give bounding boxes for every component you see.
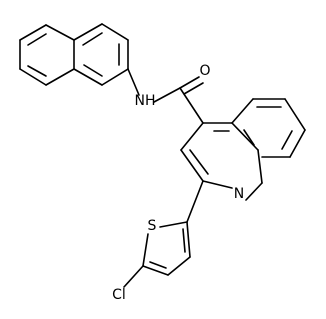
naphthalene-bond [45,68,75,86]
oxygen-label: O [199,63,210,79]
thiophene-bond [159,221,188,228]
heteroaryl-bond [186,180,204,223]
c-cl-bond [123,265,144,288]
thiophene-bond [186,221,191,258]
quinoline-inner-bond [281,130,293,150]
naphthalene-bond [101,68,129,86]
quinoline-bond [231,122,259,151]
naphthalene-bond [19,24,47,41]
naphthalene-bond [73,68,103,86]
naphthalene-bond [45,24,75,41]
naphthalene-inner-bond [83,64,103,77]
quinoline-nitrogen-label: N [234,186,244,202]
naphthalene-bond [73,23,103,41]
naphthalene-inner-bond [82,32,103,46]
thiophene-bond [167,256,191,276]
aryl-amide-bond [127,68,140,96]
quinoline-bond [284,98,306,131]
thiophene-inner-bond [182,228,186,253]
naphthalene-bond [101,23,129,41]
quinoline-inner-bond [189,149,209,175]
naphthalene-bond [19,68,47,86]
thiophene-bond [142,265,169,276]
quinoline-inner-bond [243,129,255,146]
amide-nh-label: NH [135,93,156,109]
quinoline-bond [180,122,204,151]
quinoline-bond [231,98,254,124]
quinoline-bond [245,182,263,201]
thiophene-bond [142,233,149,267]
amide-quinoline-bond [179,87,204,124]
naphthalene-inner-bond [27,33,47,46]
naphthalene-inner-bond [27,65,47,77]
thiophene-sulfur-label: S [148,218,157,234]
chlorine-label: Cl [112,287,126,303]
thiophene-inner-bond [149,261,167,269]
carbonyl-bond [179,76,200,89]
quinoline-bond [289,129,306,158]
quinoline-bond [180,149,204,182]
amide-c-n-bond [153,87,181,103]
carbonyl-double-bond [183,82,204,95]
quinoline-bond [257,149,263,184]
quinoline-bond [202,180,233,189]
